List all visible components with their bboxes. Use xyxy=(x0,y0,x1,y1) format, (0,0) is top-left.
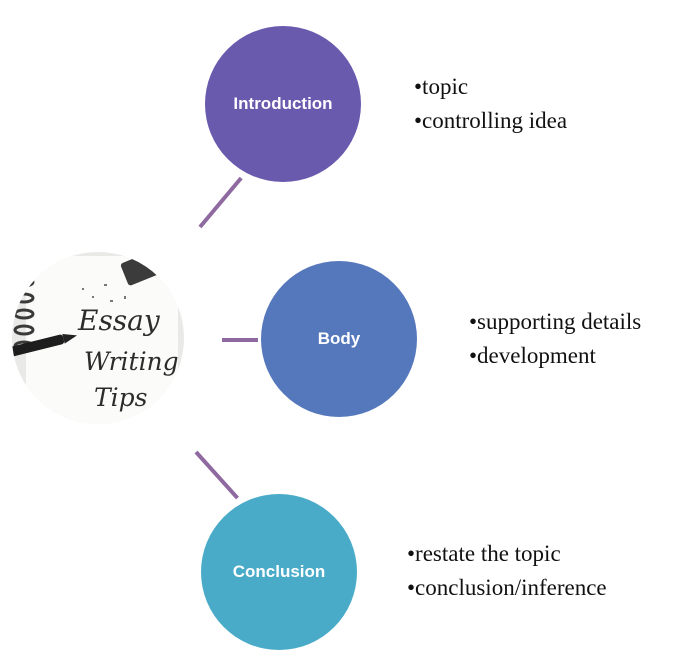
bullet-item: •supporting details xyxy=(469,309,642,334)
image-text-writing: Writing xyxy=(84,347,179,376)
body-label: Body xyxy=(317,329,361,348)
bullet-item: •topic xyxy=(414,74,469,99)
introduction-bullets: •topic •controlling idea xyxy=(414,70,567,138)
bullet-item: •restate the topic xyxy=(407,541,561,566)
introduction-label: Introduction xyxy=(233,94,333,113)
image-text-essay: Essay xyxy=(77,304,161,337)
connector-introduction xyxy=(198,176,243,229)
bullet-item: •development xyxy=(469,343,596,368)
conclusion-node: Conclusion xyxy=(201,494,357,650)
body-bullets: •supporting details •development xyxy=(469,305,641,373)
conclusion-bullets: •restate the topic •conclusion/inference xyxy=(407,537,607,605)
introduction-node: Introduction xyxy=(205,26,361,182)
connector-conclusion xyxy=(194,450,239,500)
conclusion-label: Conclusion xyxy=(232,562,326,581)
essay-writing-tips-image: Essay Writing Tips xyxy=(12,252,184,424)
bullet-item: •conclusion/inference xyxy=(407,575,607,600)
connector-body xyxy=(222,338,258,342)
body-node: Body xyxy=(261,261,417,417)
image-text-tips: Tips xyxy=(94,383,148,412)
bullet-item: •controlling idea xyxy=(414,108,568,133)
